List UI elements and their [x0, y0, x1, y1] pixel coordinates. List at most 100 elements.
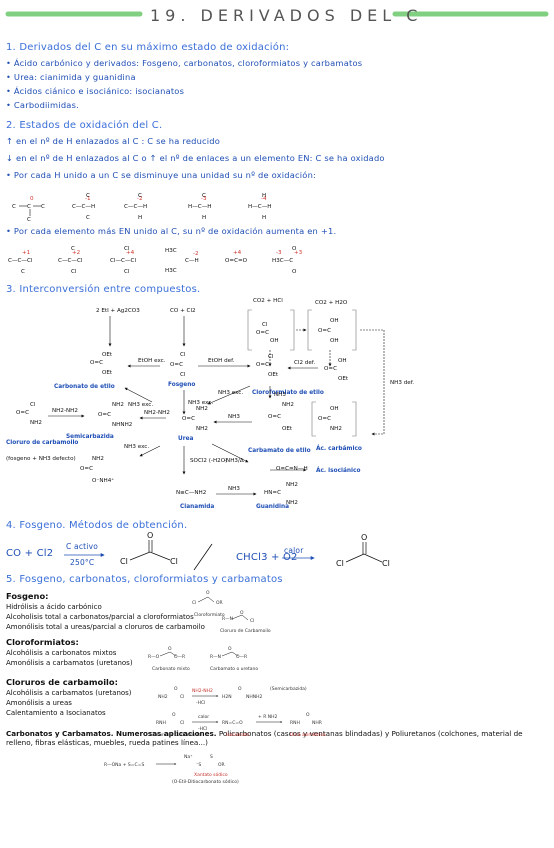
reagent-nh3-exc-1: NH3 exc. [188, 400, 213, 406]
fosgeno-title: Fosgeno: [6, 591, 49, 601]
svg-text:OEt: OEt [102, 370, 113, 376]
svg-text:NH2: NH2 [92, 456, 104, 462]
svg-text:R—N: R—N [222, 616, 233, 622]
svg-text:O=C: O=C [256, 362, 269, 368]
svg-text:O: O [306, 712, 310, 718]
reagent-nh2nh2: NH2-NH2 [52, 408, 78, 414]
cloruros-line: Alcohólisis a carbamatos (uretanos) [6, 689, 132, 697]
structure-c-minus3: H—C—H -3 C H [188, 193, 212, 221]
eq2-condition: calor [284, 546, 304, 555]
svg-text:O⁻NH4⁺: O⁻NH4⁺ [92, 477, 114, 484]
mini-xantato-sub: (O-Etil-Ditiocarbonato sódico) [172, 778, 239, 785]
interconversion-diagram: 2 EtI + Ag2CO3 CO + Cl2 CO2 + HCl CO2 + … [6, 298, 414, 510]
svg-text:RNH: RNH [156, 720, 166, 726]
svg-text:N≡C—NH2: N≡C—NH2 [176, 490, 206, 496]
fosgeno-line: Hidrólisis a ácido carbónico [6, 603, 102, 611]
eq1-reactants: CO + Cl2 [6, 548, 54, 559]
carbonatos-title: Carbonatos y Carbamatos. Numerosas aplic… [6, 729, 217, 738]
svg-text:0: 0 [30, 196, 34, 202]
svg-text:NHNH2: NHNH2 [246, 694, 263, 700]
svg-text:Cl: Cl [124, 246, 130, 252]
mini-cloruro-carb2: Cloruro de Carbamoilo [150, 732, 201, 738]
svg-text:+1: +1 [22, 250, 31, 256]
svg-text:Cl: Cl [268, 354, 274, 360]
carbonatos-text-3: rueda patines línea...) [128, 738, 208, 747]
section-3-heading: 3. Interconversión entre compuestos. [6, 284, 201, 295]
label-ac-isocianico: Ác. isociánico [316, 467, 360, 474]
svg-text:H—C—H: H—C—H [188, 204, 212, 210]
svg-text:R—N: R—N [210, 654, 221, 660]
mini-carbonato-mixto: Carbonato mixto [152, 666, 190, 672]
eq1-condition-bottom: 250°C [70, 558, 95, 567]
svg-text:R—ONa + S=C=S: R—ONa + S=C=S [104, 762, 144, 768]
reagent-socl2: SOCl2 (-H2O) [190, 458, 227, 464]
mini-calor: calor [198, 714, 209, 720]
svg-text:NH2: NH2 [286, 500, 298, 506]
svg-text:C—C—Cl: C—C—Cl [58, 258, 83, 264]
svg-text:C: C [71, 246, 75, 252]
carbonatos-text-2: ventanas blindadas) y Poliuretanos (colc… [6, 729, 523, 747]
svg-text:O=C: O=C [16, 410, 29, 416]
svg-text:+4: +4 [126, 250, 135, 256]
reagent-cl2-def: Cl2 def. [294, 360, 315, 366]
svg-text:O=C: O=C [268, 414, 281, 420]
svg-text:OEt: OEt [338, 376, 349, 382]
svg-text:-1: -1 [85, 196, 91, 202]
svg-text:Cl: Cl [170, 557, 178, 566]
mini-hcl2: -HCl [198, 726, 207, 732]
s1-item: • Urea: cianimida y guanidina [6, 72, 136, 82]
section-2-heading: 2. Estados de oxidación del C. [6, 120, 163, 131]
svg-text:H3C: H3C [165, 248, 177, 254]
phosgene-synthesis-equations: Cl O Cl Cl O Cl [64, 531, 390, 571]
svg-text:O: O [174, 686, 178, 692]
structure-acetic: H3C—C-3 +3OO [272, 246, 303, 275]
svg-text:Cl—C—Cl: Cl—C—Cl [110, 258, 136, 264]
svg-text:O=C: O=C [182, 416, 195, 422]
svg-text:NH2: NH2 [196, 406, 208, 412]
svg-text:H: H [262, 215, 266, 221]
svg-text:-3: -3 [201, 196, 207, 202]
mini-cloroformiato: Cloroformiato [194, 612, 225, 618]
structure-c-minus2: C—C—H-2 CH [124, 193, 147, 221]
svg-text:NH2: NH2 [196, 426, 208, 432]
svg-text:C: C [21, 269, 25, 275]
svg-text:NH2: NH2 [330, 426, 342, 432]
svg-text:NHR: NHR [312, 720, 322, 726]
svg-text:Cl: Cl [124, 269, 130, 275]
svg-text:O=C: O=C [318, 416, 331, 422]
svg-text:OR: OR [218, 762, 225, 768]
s2-line-reduction: ↑ en el nº de H enlazados al C : C se ha… [6, 136, 221, 146]
svg-text:⁻S: ⁻S [196, 762, 201, 768]
svg-text:OH: OH [330, 406, 339, 412]
svg-text:R—O: R—O [148, 654, 160, 660]
svg-text:C: C [202, 193, 206, 199]
svg-text:O=C: O=C [256, 330, 269, 336]
svg-text:NH2: NH2 [286, 482, 298, 488]
svg-text:H3C: H3C [165, 268, 177, 274]
svg-text:H: H [202, 215, 206, 221]
svg-text:Cl: Cl [71, 269, 77, 275]
svg-text:O=C=N—H: O=C=N—H [276, 466, 308, 472]
section-4-heading: 4. Fosgeno. Métodos de obtención. [6, 520, 188, 531]
eq1-condition-top: C activo [66, 542, 98, 551]
svg-text:O: O [206, 590, 210, 596]
cloruros-line: Amonólisis a ureas [6, 699, 72, 707]
mini-carbamato: Carbamato o uretano [210, 666, 258, 672]
svg-text:O: O [361, 533, 367, 542]
svg-text:O=C: O=C [80, 466, 93, 472]
reagent-nh3-delta: -NH3/Δ [224, 458, 244, 464]
svg-text:+4: +4 [233, 250, 242, 256]
svg-text:O—R: O—R [236, 654, 247, 660]
svg-text:NH2: NH2 [112, 402, 124, 408]
mini-isocianato: Isocianato [226, 732, 249, 738]
svg-text:HN=C: HN=C [264, 490, 281, 496]
svg-text:O: O [292, 246, 297, 252]
svg-text:OH: OH [330, 338, 339, 344]
svg-text:RN=C=O: RN=C=O [222, 720, 243, 726]
svg-text:C: C [27, 204, 31, 210]
svg-text:Cl: Cl [262, 322, 268, 328]
cloroformiatos-line: Amonólisis a carbamatos (uretanos) [6, 659, 133, 667]
svg-text:Cl: Cl [30, 402, 36, 408]
svg-text:OR: OR [216, 600, 223, 606]
